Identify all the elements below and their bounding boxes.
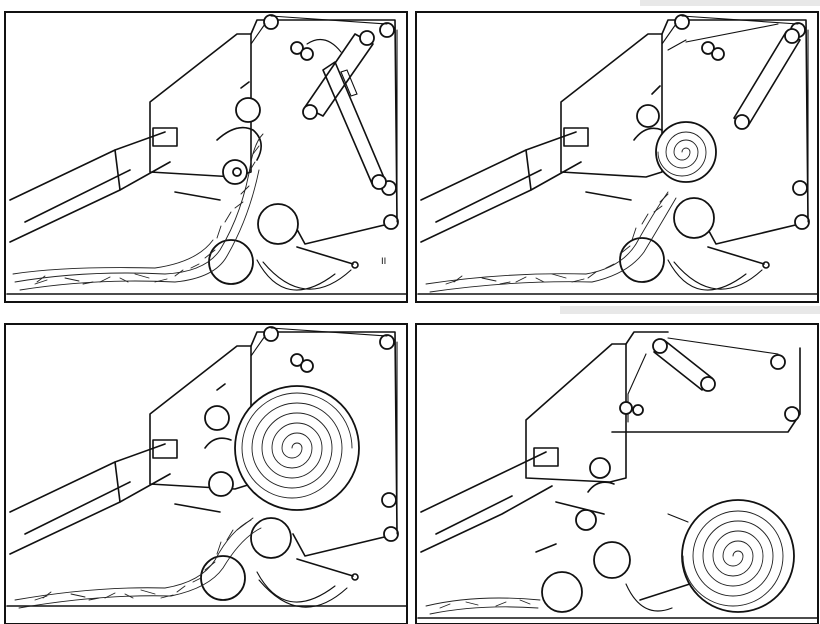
panel-4-bale-ejected	[416, 324, 818, 624]
panel-1-filling-start: II	[5, 12, 407, 302]
panel-3-full-bale	[5, 324, 407, 624]
panel-2-core-forming	[416, 12, 818, 302]
panel-1-tick-mark: II	[381, 257, 386, 267]
